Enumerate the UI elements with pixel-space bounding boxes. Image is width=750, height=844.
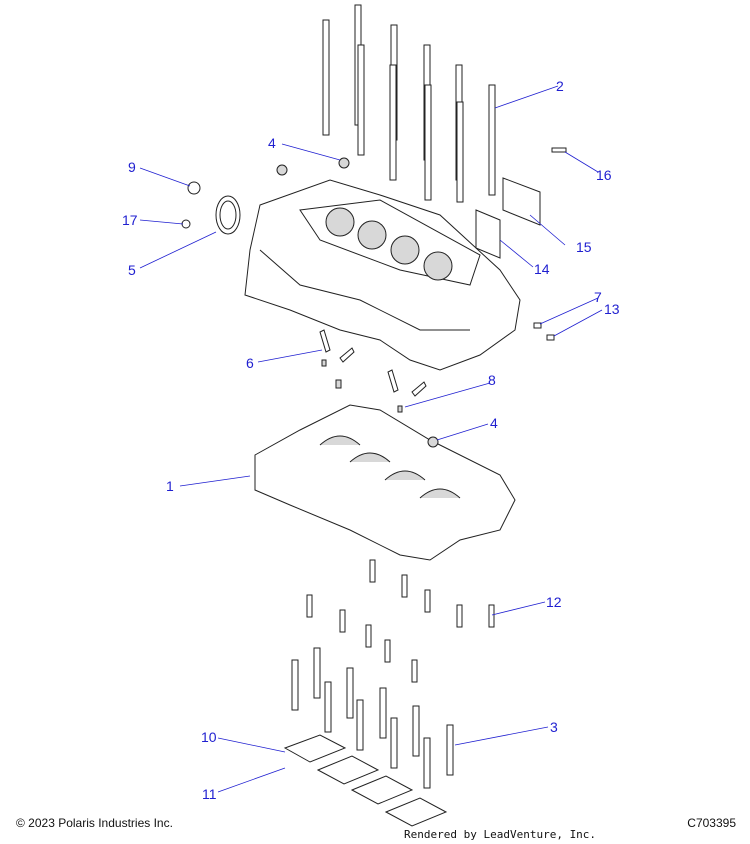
callout-labels: 1 2 3 4 4 5 6 7 8 9 10 11 12 13 14 15 16… (122, 78, 620, 802)
leader-lines (139, 85, 603, 793)
callout-2: 2 (556, 78, 564, 94)
rendered-by-text: Rendered by LeadVenture, Inc. (404, 828, 597, 841)
drawing-id: C703395 (687, 816, 736, 830)
callout-4-upper: 4 (268, 135, 276, 151)
bearing-plates (283, 734, 448, 827)
lower-crankcase (254, 404, 516, 561)
callout-13: 13 (604, 301, 620, 317)
callout-15: 15 (576, 239, 592, 255)
callout-16: 16 (596, 167, 612, 183)
callout-7: 7 (594, 289, 602, 305)
sensors-and-dowels (319, 329, 427, 413)
callout-4-lower: 4 (490, 415, 498, 431)
head-bolts (322, 4, 496, 203)
callout-9: 9 (128, 159, 136, 175)
callout-3: 3 (550, 719, 558, 735)
callout-5: 5 (128, 262, 136, 278)
callout-12: 12 (546, 594, 562, 610)
copyright-text: © 2023 Polaris Industries Inc. (16, 816, 173, 830)
callout-11: 11 (202, 786, 217, 802)
small-parts (181, 147, 567, 448)
callout-14: 14 (534, 261, 550, 277)
callout-8: 8 (488, 372, 496, 388)
upper-crankcase (244, 179, 521, 371)
callout-6: 6 (246, 355, 254, 371)
crankcase-bolts (291, 559, 495, 789)
callout-10: 10 (201, 729, 217, 745)
callout-1: 1 (166, 478, 174, 494)
callout-17: 17 (122, 212, 138, 228)
